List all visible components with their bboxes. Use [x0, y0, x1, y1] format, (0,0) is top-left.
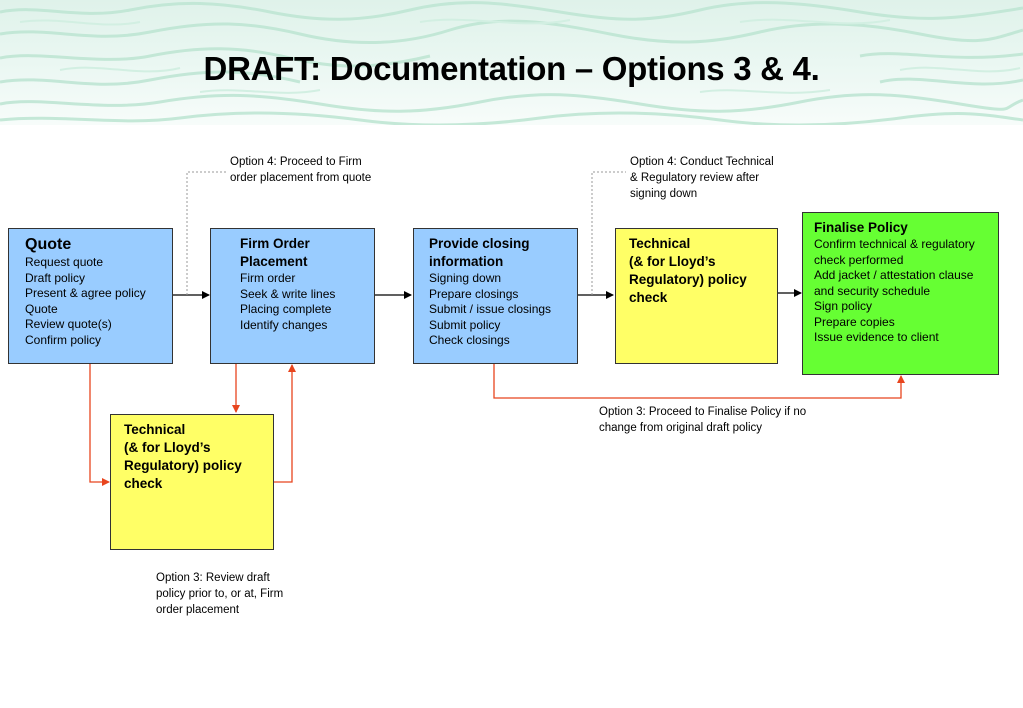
list-item: Placing complete [240, 302, 332, 316]
list-item: Draft policy [25, 270, 86, 285]
list-item: Issue evidence to client [814, 330, 939, 344]
page-title: DRAFT: Documentation – Options 3 & 4. [203, 50, 820, 87]
closing-heading-line2: information [429, 254, 504, 269]
quote-heading: Quote [25, 236, 72, 253]
note-option4-firm-order: Option 4: Proceed to Firm order placemen… [230, 154, 371, 186]
closing-heading-line1: Provide closing [429, 236, 530, 251]
list-item: Add jacket / attestation clause [814, 268, 974, 282]
closing-info-box: Provide closing information Signing down… [413, 228, 578, 364]
firm-order-heading-line2: Placement [240, 254, 308, 269]
technical-top-line3: Regulatory) policy [629, 272, 747, 287]
note-line: policy prior to, or at, Firm [156, 588, 284, 600]
list-item: and security schedule [814, 283, 931, 298]
technical-check-box-bottom: Technical (& for Lloyd’s Regulatory) pol… [110, 414, 274, 550]
technical-top-line4: check [629, 290, 668, 305]
note-line: Option 3: Proceed to Finalise Policy if … [599, 406, 807, 418]
note-line: order placement [156, 604, 240, 616]
list-item: Quote [25, 301, 58, 316]
list-item: Identify changes [240, 317, 328, 332]
list-item: Present & agree policy [25, 286, 146, 300]
note-line: order placement from quote [230, 172, 372, 184]
technical-bottom-line1: Technical [124, 422, 186, 437]
note-line: & Regulatory review after [630, 172, 760, 184]
list-item: check performed [814, 252, 904, 267]
firm-order-box: Firm Order Placement Firm order Seek & w… [210, 228, 375, 364]
technical-bottom-line4: check [124, 476, 163, 491]
note-option3-finalise: Option 3: Proceed to Finalise Policy if … [599, 404, 806, 436]
finalise-heading: Finalise Policy [814, 220, 908, 235]
firm-order-steps: Firm order Seek & write lines Placing co… [240, 271, 368, 333]
header-banner: DRAFT: Documentation – Options 3 & 4. [0, 0, 1023, 125]
quote-box: Quote Request quote Draft policy Present… [8, 228, 173, 364]
technical-top-line1: Technical [629, 236, 691, 251]
note-line: change from original draft policy [599, 422, 762, 434]
quote-steps: Request quote Draft policy Present & agr… [25, 255, 166, 348]
technical-top-line2: (& for Lloyd’s [629, 254, 716, 269]
arrow-technical-bottom-to-firm [274, 364, 296, 483]
list-item: Request quote [25, 255, 104, 269]
finalise-policy-box: Finalise Policy Confirm technical & regu… [802, 212, 999, 375]
list-item: Prepare closings [429, 286, 519, 301]
closing-steps: Signing down Prepare closings Submit / i… [429, 271, 571, 349]
note-option3-review: Option 3: Review draft policy prior to, … [156, 570, 283, 618]
note-option4-technical: Option 4: Conduct Technical & Regulatory… [630, 154, 774, 202]
list-item: Signing down [429, 271, 502, 285]
list-item: Check closings [429, 333, 510, 347]
note-line: signing down [630, 188, 698, 200]
list-item: Review quote(s) [25, 317, 112, 331]
note-line: Option 4: Conduct Technical [630, 156, 774, 168]
technical-check-box-top: Technical (& for Lloyd’s Regulatory) pol… [615, 228, 778, 364]
list-item: Submit / issue closings [429, 302, 552, 316]
technical-bottom-line2: (& for Lloyd’s [124, 440, 211, 455]
finalise-steps: Confirm technical & regulatory check per… [814, 237, 992, 346]
list-item: Confirm technical & regulatory [814, 237, 975, 251]
arrow-quote-to-technical-bottom [89, 364, 110, 486]
firm-order-heading-line1: Firm Order [240, 236, 310, 251]
note-line: Option 4: Proceed to Firm [230, 156, 362, 168]
technical-bottom-line3: Regulatory) policy [124, 458, 242, 473]
list-item: Confirm policy [25, 332, 102, 347]
list-item: Firm order [240, 271, 296, 285]
list-item: Seek & write lines [240, 286, 336, 301]
list-item: Submit policy [429, 317, 501, 332]
list-item: Sign policy [814, 299, 873, 313]
note-line: Option 3: Review draft [156, 572, 270, 584]
list-item: Prepare copies [814, 314, 895, 329]
water-pattern-background [0, 1, 1023, 125]
